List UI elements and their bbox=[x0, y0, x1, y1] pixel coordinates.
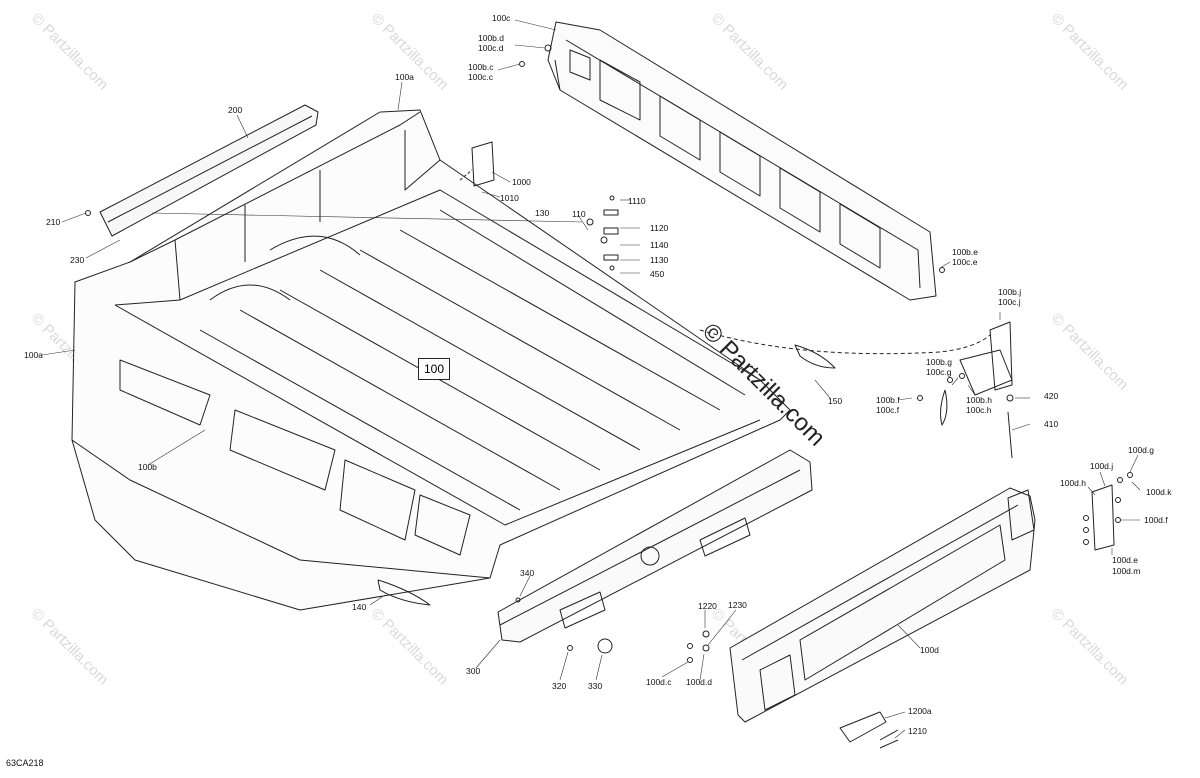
callout-330: 330 bbox=[588, 681, 603, 691]
callout-130: 130 bbox=[535, 208, 550, 218]
bracket-1000 bbox=[471, 141, 495, 187]
latch-bracket bbox=[959, 321, 1013, 396]
callout-100d-e: 100d.e bbox=[1112, 555, 1138, 565]
callout-100c-c: 100c.c bbox=[468, 72, 494, 82]
callout-100d-f: 100d.f bbox=[1144, 515, 1168, 525]
front-wall-panel bbox=[547, 21, 937, 301]
tailgate-bumper bbox=[497, 449, 813, 643]
callout-110: 110 bbox=[572, 209, 586, 219]
callout-100a-left: 100a bbox=[24, 350, 43, 360]
callout-100b-h: 100b.h bbox=[966, 395, 992, 405]
callout-100d-g: 100d.g bbox=[1128, 445, 1154, 455]
tailgate-hinge bbox=[1091, 484, 1115, 551]
callout-100d-h: 100d.h bbox=[1060, 478, 1086, 488]
pad-140 bbox=[377, 579, 431, 606]
callout-100c-d: 100c.d bbox=[478, 43, 504, 53]
callout-420: 420 bbox=[1044, 391, 1059, 401]
callout-100d-m: 100d.m bbox=[1112, 566, 1141, 576]
callout-140: 140 bbox=[352, 602, 367, 612]
tailgate-panel bbox=[729, 487, 1036, 723]
diagram-reference-code: 63CA218 bbox=[6, 758, 44, 768]
callout-1120: 1120 bbox=[650, 223, 669, 233]
callout-300: 300 bbox=[466, 666, 481, 676]
callout-100b-j: 100b.j bbox=[998, 287, 1022, 297]
callout-100d-j: 100d.j bbox=[1090, 461, 1114, 471]
callout-1010: 1010 bbox=[500, 193, 519, 203]
callout-1230: 1230 bbox=[728, 600, 747, 610]
callout-1130: 1130 bbox=[650, 255, 669, 265]
callout-100a-top: 100a bbox=[395, 72, 414, 82]
callout-320: 320 bbox=[552, 681, 567, 691]
callout-1210: 1210 bbox=[908, 726, 927, 736]
callout-1110: 1110 bbox=[628, 196, 646, 206]
callout-1140: 1140 bbox=[650, 240, 669, 250]
callout-200: 200 bbox=[228, 105, 243, 115]
callout-100c-h: 100c.h bbox=[966, 405, 992, 415]
callout-100b-g: 100b.g bbox=[926, 357, 952, 367]
callout-100c: 100c bbox=[492, 13, 511, 23]
callout-100c-e: 100c.e bbox=[952, 257, 978, 267]
callout-230: 230 bbox=[70, 255, 85, 265]
callout-100b-e: 100b.e bbox=[952, 247, 978, 257]
callout-100c-f: 100c.f bbox=[876, 405, 900, 415]
callout-1200a: 1200a bbox=[908, 706, 932, 716]
callout-1220: 1220 bbox=[698, 601, 717, 611]
callout-100c-g: 100c.g bbox=[926, 367, 952, 377]
callout-340: 340 bbox=[520, 568, 535, 578]
leader-lines bbox=[41, 19, 1141, 739]
callout-100d-k: 100d.k bbox=[1146, 487, 1172, 497]
callout-450: 450 bbox=[650, 269, 665, 279]
callout-100d-d: 100d.d bbox=[686, 677, 712, 687]
callout-100d-c: 100d.c bbox=[646, 677, 672, 687]
pad-150 bbox=[794, 344, 836, 369]
callout-100b-c: 100b.c bbox=[468, 62, 494, 72]
hardware-fasteners bbox=[85, 44, 1133, 749]
callout-100b-f: 100b.f bbox=[876, 395, 900, 405]
callout-1000: 1000 bbox=[512, 177, 531, 187]
main-assembly-callout: 100 bbox=[418, 358, 450, 380]
assembly-line bbox=[699, 329, 991, 355]
callout-100d: 100d bbox=[920, 645, 939, 655]
callout-210: 210 bbox=[46, 217, 61, 227]
callout-100b-d: 100b.d bbox=[478, 33, 504, 43]
side-rail bbox=[99, 104, 319, 237]
callout-100b: 100b bbox=[138, 462, 157, 472]
tailgate-latch bbox=[839, 711, 887, 743]
callout-410: 410 bbox=[1044, 419, 1059, 429]
callout-100c-j: 100c.j bbox=[998, 297, 1021, 307]
callout-150: 150 bbox=[828, 396, 843, 406]
